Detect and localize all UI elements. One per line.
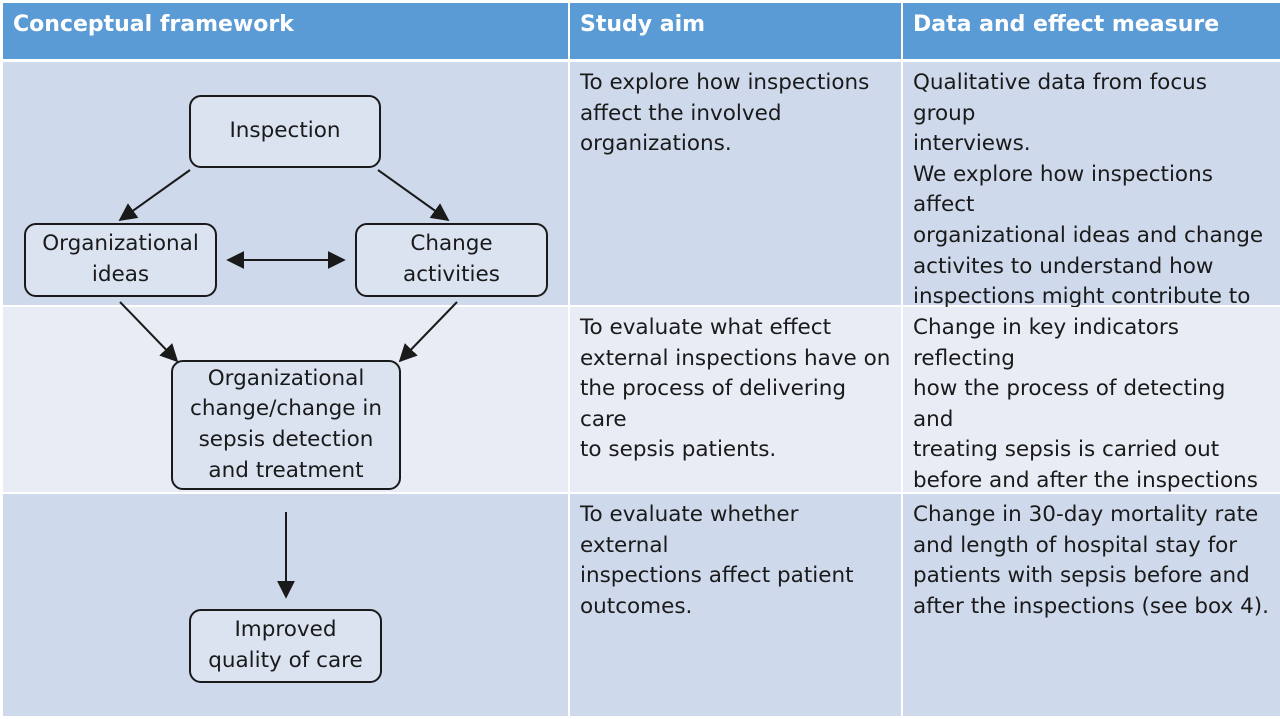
header-study-aim: Study aim [570, 3, 901, 59]
node-improved-quality-of-care: Improved quality of care [189, 609, 382, 683]
node-organizational-change: Organizational change/change in sepsis d… [171, 360, 401, 490]
node-organizational-ideas: Organizational ideas [24, 223, 217, 297]
row1-aim-cell: To explore how inspections affect the in… [570, 62, 901, 305]
row2-aim-cell: To evaluate what effect external inspect… [570, 307, 901, 492]
header-data-effect-measure: Data and effect measure [903, 3, 1280, 59]
arrow-inspection-to-change-activities [377, 169, 450, 222]
header-conceptual-framework: Conceptual framework [3, 3, 568, 59]
arrow-change-activities-to-org-change [398, 301, 458, 363]
arrow-inspection-to-org-ideas [118, 169, 191, 222]
row3-aim-cell: To evaluate whether external inspections… [570, 494, 901, 716]
row2-data-cell: Change in key indicators reflecting how … [903, 307, 1280, 524]
row3-data-cell: Change in 30-day mortality rate and leng… [903, 494, 1280, 716]
node-inspection: Inspection [189, 95, 381, 168]
arrow-org-ideas-to-org-change [119, 301, 179, 363]
node-change-activities: Change activities [355, 223, 548, 297]
